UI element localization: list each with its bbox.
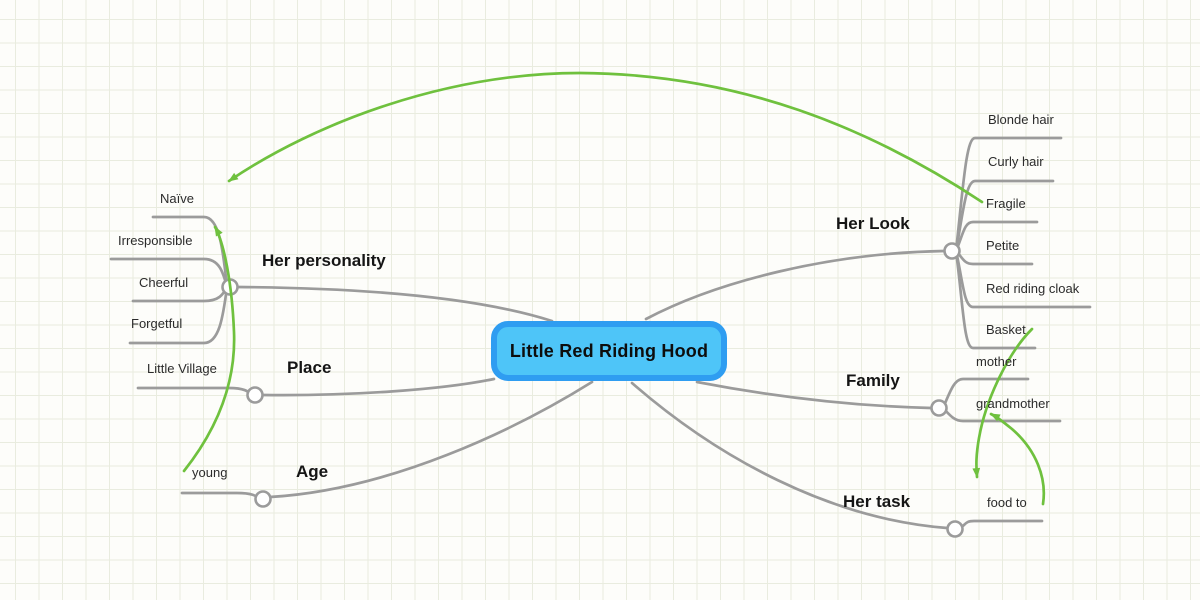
leaf-fragile[interactable]: Fragile xyxy=(986,196,1026,211)
branch-label-her-look[interactable]: Her Look xyxy=(836,214,910,233)
branch-node-family[interactable] xyxy=(930,399,948,417)
branch-node-age[interactable] xyxy=(254,490,272,508)
leaf-line-curly-hair xyxy=(954,179,1055,253)
relation-arrow-young-to-naive[interactable] xyxy=(182,225,236,473)
central-topic[interactable]: Little Red Riding Hood xyxy=(491,321,727,381)
relation-arrow-fragile-to-naive[interactable] xyxy=(227,71,984,204)
branch-node-her-look[interactable] xyxy=(943,242,961,260)
leaf-line-basket xyxy=(954,249,1037,350)
leaf-petite[interactable]: Petite xyxy=(986,238,1020,253)
branch-label-her-personality[interactable]: Her personality xyxy=(262,251,386,270)
branch-line-her-personality xyxy=(236,285,554,323)
branch-label-place[interactable]: Place xyxy=(287,358,332,377)
branch-label-family[interactable]: Family xyxy=(846,371,900,390)
leaf-blonde-hair[interactable]: Blonde hair xyxy=(988,112,1054,127)
branch-label-her-task[interactable]: Her task xyxy=(843,492,911,511)
branch-node-her-task[interactable] xyxy=(946,520,964,538)
leaf-line-young xyxy=(180,491,262,501)
leaf-red-riding-cloak[interactable]: Red riding cloak xyxy=(986,281,1080,296)
branch-line-her-look xyxy=(644,249,946,321)
leaf-line-forgetful xyxy=(128,285,229,345)
branch-line-age xyxy=(268,380,594,499)
branch-node-place[interactable] xyxy=(246,386,264,404)
central-topic-label: Little Red Riding Hood xyxy=(509,340,709,361)
relation-arrow-food-to-grandmother[interactable] xyxy=(989,412,1046,506)
leaf-mother[interactable]: mother xyxy=(976,354,1017,369)
leaf-line-blonde-hair xyxy=(954,136,1063,253)
branch-label-age[interactable]: Age xyxy=(296,462,329,481)
leaf-basket[interactable]: Basket xyxy=(986,322,1026,337)
leaf-line-little-village xyxy=(136,386,254,397)
leaf-line-food-to xyxy=(957,519,1044,531)
leaf-food-to[interactable]: food to xyxy=(987,495,1027,510)
leaf-young[interactable]: young xyxy=(192,465,228,480)
leaf-irresponsible[interactable]: Irresponsible xyxy=(118,233,193,248)
leaf-grandmother[interactable]: grandmother xyxy=(976,396,1050,411)
leaf-line-red-riding-cloak xyxy=(954,249,1092,309)
relation-arrow-basket-to-food[interactable] xyxy=(972,327,1034,479)
leaf-forgetful[interactable]: Forgetful xyxy=(131,316,183,331)
branch-line-place xyxy=(261,377,496,397)
leaf-naive[interactable]: Naïve xyxy=(160,191,194,206)
branch-line-her-task xyxy=(630,381,949,530)
leaf-curly-hair[interactable]: Curly hair xyxy=(988,154,1044,169)
leaf-little-village[interactable]: Little Village xyxy=(147,361,217,376)
branch-line-family xyxy=(695,380,933,410)
leaf-cheerful[interactable]: Cheerful xyxy=(139,275,189,290)
